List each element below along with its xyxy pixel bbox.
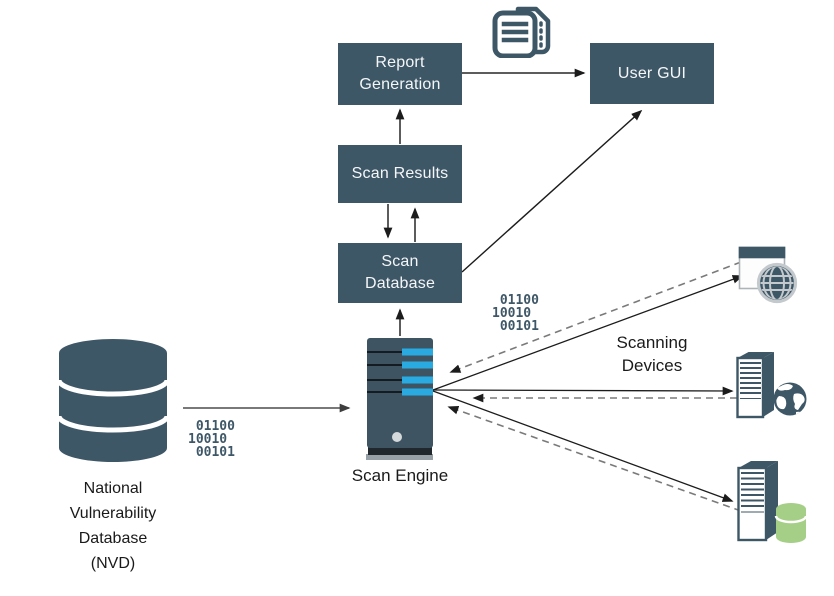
binary-data-annotation-devices: 01100 10010 00101 (492, 293, 539, 334)
scan-database-box: Scan Database (338, 243, 462, 303)
edge-device1-to-scan-engine (449, 261, 742, 373)
server-globe-icon (736, 352, 807, 419)
edge-scan-engine-to-device2 (432, 386, 734, 396)
user-gui-box: User GUI (590, 43, 714, 104)
edge-device3-to-scan-engine (447, 405, 742, 512)
edge-scan-database-to-user-gui (461, 109, 643, 273)
nvd-label: National Vulnerability Database (NVD) (69, 480, 157, 572)
report-generation-box: Report Generation (338, 43, 462, 105)
edge-scan-engine-to-device1 (432, 275, 744, 391)
scan-engine-server-icon (366, 338, 433, 460)
web-browser-globe-icon (738, 246, 798, 304)
nvd-database-icon (57, 339, 169, 462)
edge-scan-engine-to-device3 (432, 390, 734, 502)
scan-results-box: Scan Results (338, 145, 462, 203)
scan-engine-label: Scan Engine (351, 466, 449, 485)
server-database-icon (737, 461, 808, 543)
scanning-devices-label: Scanning Devices (616, 333, 688, 375)
report-documents-icon (492, 6, 551, 58)
binary-data-annotation-nvd: 01100 10010 00101 (188, 419, 235, 460)
